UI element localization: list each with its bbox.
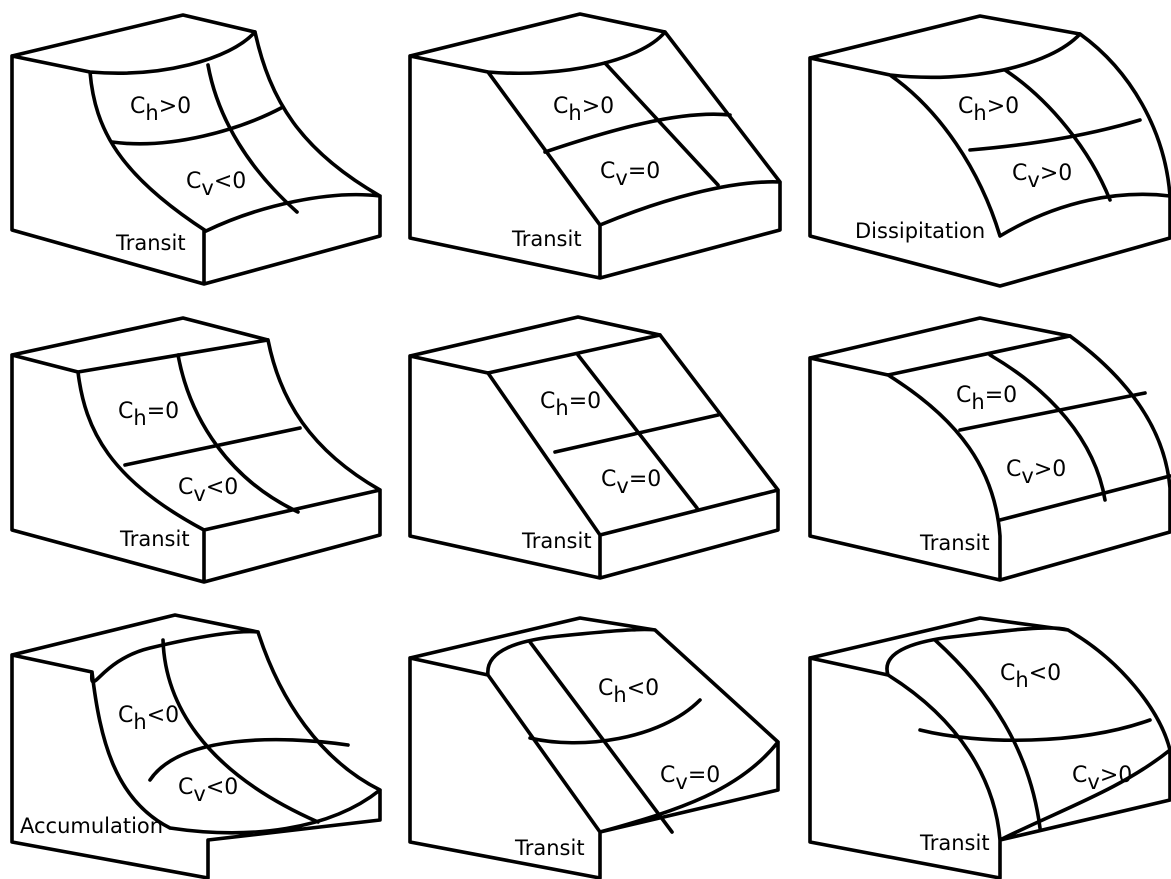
ch-label: Ch=0 — [540, 389, 601, 420]
process-label: Dissipitation — [855, 219, 985, 243]
cv-label: Cv<0 — [186, 169, 246, 200]
panel-r2c3: Ch=0 Cv>0 Transit — [808, 316, 1171, 582]
block-outline — [408, 12, 782, 280]
ch-label: Ch>0 — [130, 94, 191, 125]
panel-r2c1: Ch=0 Cv<0 Transit — [10, 316, 382, 584]
ch-label: Ch>0 — [553, 94, 614, 125]
grid-lines — [123, 353, 302, 514]
block-outline — [10, 613, 382, 879]
panel-r1c1: Ch>0 Cv<0 Transit — [10, 13, 382, 286]
block-outline — [808, 14, 1171, 288]
cv-label: Cv=0 — [601, 467, 661, 498]
panel-r3c3: Ch<0 Cv>0 Transit — [808, 616, 1171, 879]
block-outline — [808, 616, 1171, 879]
grid-lines — [543, 61, 732, 187]
process-label: Transit — [115, 231, 186, 255]
grid-lines — [528, 640, 702, 834]
grid-lines — [110, 63, 299, 214]
block-outline — [408, 616, 780, 879]
grid-lines — [968, 68, 1142, 202]
process-label: Transit — [521, 529, 592, 553]
process-label: Transit — [511, 227, 582, 251]
block-outline — [10, 13, 382, 286]
ch-label: Ch<0 — [1000, 661, 1061, 692]
ch-label: Ch=0 — [118, 399, 179, 430]
cv-label: Cv>0 — [1072, 763, 1132, 794]
grid-lines — [553, 353, 720, 510]
cv-label: Cv>0 — [1006, 457, 1066, 488]
grid-lines — [918, 638, 1152, 830]
cv-label: Cv<0 — [178, 775, 238, 806]
process-label: Transit — [919, 831, 990, 855]
ch-label: Ch>0 — [958, 94, 1019, 125]
panel-r3c2: Ch<0 Cv=0 Transit — [408, 616, 780, 879]
block-outline — [408, 315, 780, 580]
cv-label: Cv>0 — [1012, 161, 1072, 192]
process-label: Transit — [119, 527, 190, 551]
cv-label: Cv=0 — [660, 763, 720, 794]
block-outline — [808, 316, 1171, 582]
panel-r1c2: Ch>0 Cv=0 Transit — [408, 12, 782, 280]
panel-r2c2: Ch=0 Cv=0 Transit — [408, 315, 780, 580]
cv-label: Cv=0 — [600, 159, 660, 190]
cv-label: Cv<0 — [178, 475, 238, 506]
process-label: Accumulation — [20, 814, 163, 838]
grid-lines — [958, 353, 1147, 502]
process-label: Transit — [514, 836, 585, 860]
ch-label: Ch=0 — [956, 383, 1017, 414]
panel-r1c3: Ch>0 Cv>0 Dissipitation — [808, 14, 1171, 288]
ch-label: Ch<0 — [118, 703, 179, 734]
ch-label: Ch<0 — [598, 676, 659, 707]
block-outline — [10, 316, 382, 584]
grid-lines — [148, 638, 350, 824]
panel-r3c1: Ch<0 Cv<0 Accumulation — [10, 613, 382, 879]
process-label: Transit — [919, 531, 990, 555]
